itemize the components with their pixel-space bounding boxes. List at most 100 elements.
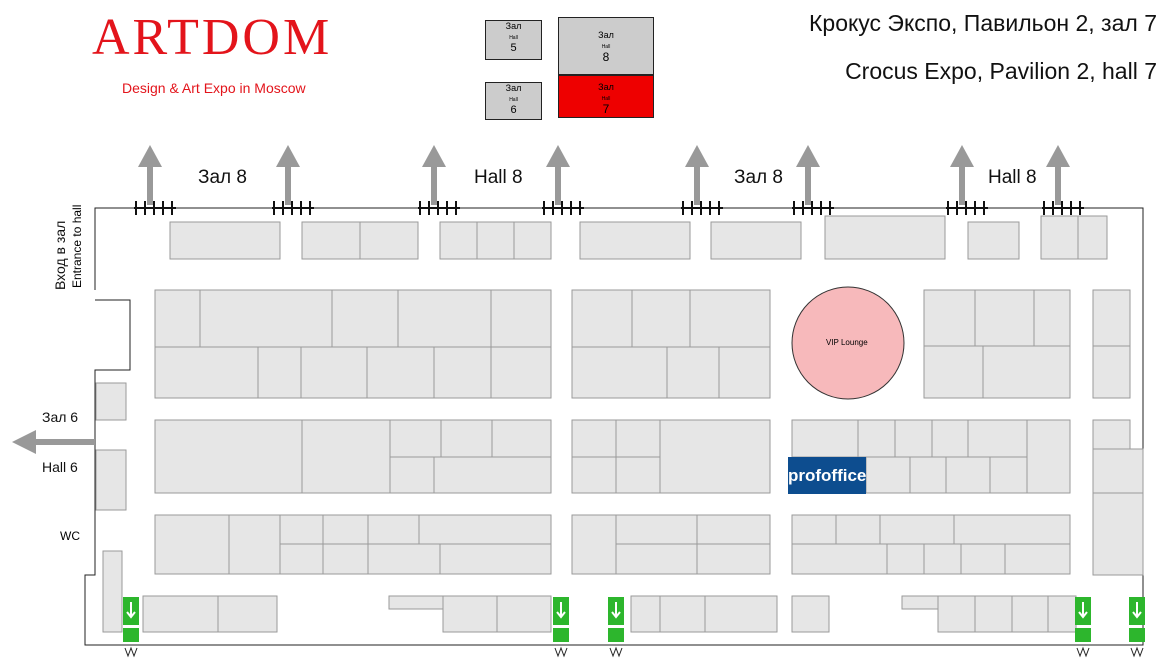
booth [154, 514, 230, 575]
arrow-up-icon [1055, 165, 1061, 205]
booth [967, 221, 1020, 260]
booth [1092, 419, 1131, 450]
booth [571, 514, 617, 575]
booth [439, 543, 552, 575]
booth [359, 221, 419, 260]
address-en: Crocus Expo, Pavilion 2, hall 7 [845, 58, 1157, 84]
booth [659, 419, 771, 494]
label-hall8-1: Зал 8 [198, 167, 247, 188]
booth [169, 221, 281, 260]
booth [442, 595, 498, 633]
booth [879, 514, 955, 545]
booth [579, 221, 691, 260]
arrow-up-icon [546, 145, 570, 167]
booth [490, 346, 552, 399]
booth [154, 419, 303, 494]
booth [279, 514, 324, 545]
booth [367, 514, 420, 545]
vip-lounge [791, 286, 905, 400]
entrance-ru: Вход в зал [52, 220, 68, 290]
booth [491, 419, 552, 458]
booth [1092, 492, 1144, 576]
booth [865, 456, 911, 494]
booth [322, 543, 369, 575]
booth [710, 221, 802, 260]
booth [1026, 419, 1071, 494]
door-icon [609, 646, 623, 658]
booth [901, 595, 939, 610]
booth [95, 382, 127, 421]
arrow-up-icon [959, 165, 965, 205]
arrow-down-icon [611, 602, 621, 619]
booth [791, 543, 888, 575]
exit-sign-icon [553, 628, 569, 642]
label-hall8-4: Hall 8 [988, 167, 1037, 188]
exit-sign-icon [1075, 628, 1091, 642]
booth [389, 456, 435, 494]
booth [571, 289, 633, 348]
arrow-up-icon [805, 165, 811, 205]
arrow-up-icon [685, 145, 709, 167]
booth [1092, 448, 1144, 494]
arrow-up-icon [285, 165, 291, 205]
booth [571, 419, 617, 458]
booth [433, 346, 492, 399]
label-hall6-ru: Зал 6 [42, 409, 79, 425]
profoffice-booth[interactable]: profoffice [788, 457, 866, 494]
booth [689, 289, 771, 348]
booth [953, 514, 1071, 545]
booth [1047, 595, 1077, 633]
booth [615, 456, 661, 494]
booth [666, 346, 720, 399]
booth [300, 346, 368, 399]
exit-sign-icon [123, 628, 139, 642]
booth [257, 346, 302, 399]
booth [615, 514, 698, 545]
booth [142, 595, 219, 633]
booth [835, 514, 881, 545]
wc-label: WC [60, 529, 80, 543]
booth [1033, 289, 1071, 347]
arrow-up-icon [694, 165, 700, 205]
arrow-left-icon [30, 439, 95, 445]
exit-sign-icon [608, 628, 624, 642]
booth [923, 289, 976, 347]
booth [704, 595, 778, 633]
label-hall8-2: Hall 8 [474, 167, 523, 188]
booth [791, 419, 859, 458]
booth [791, 595, 830, 633]
door-icon [1130, 646, 1144, 658]
booth [322, 514, 369, 545]
booth [931, 419, 969, 458]
booth [95, 449, 127, 511]
arrow-up-icon [950, 145, 974, 167]
exit-sign-icon [1129, 628, 1145, 642]
arrow-up-icon [431, 165, 437, 205]
booth [439, 221, 478, 260]
booth [389, 419, 442, 458]
booth [631, 289, 691, 348]
booth [857, 419, 896, 458]
booth [331, 289, 399, 348]
booth [982, 345, 1071, 399]
booth [397, 289, 492, 348]
booth [967, 419, 1028, 458]
booth [440, 419, 493, 458]
booth [433, 456, 552, 494]
booth [1004, 543, 1071, 575]
arrow-up-icon [276, 145, 300, 167]
booth [659, 595, 706, 633]
booth [1040, 215, 1079, 260]
booth [366, 346, 435, 399]
booth [1092, 289, 1131, 347]
booth [615, 419, 661, 458]
booth [154, 346, 259, 399]
booth [199, 289, 333, 348]
arrow-up-icon [147, 165, 153, 205]
booth [923, 345, 984, 399]
